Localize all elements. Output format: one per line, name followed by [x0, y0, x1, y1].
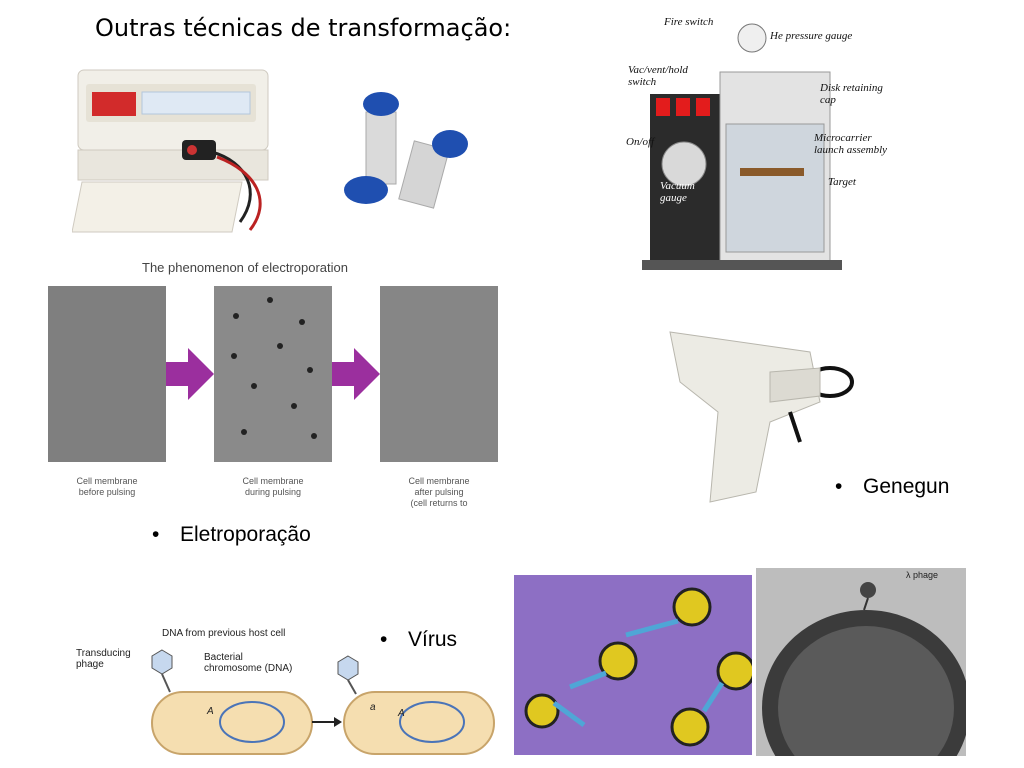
- cuvettes-image: [322, 88, 492, 228]
- bullet-virus: •Vírus: [380, 628, 458, 651]
- label-gene-a-lower: a: [370, 702, 376, 713]
- label-bacterial-chromosome: Bacterial chromosome (DNA): [204, 652, 293, 674]
- bullet-electroporation-text: Eletroporação: [180, 523, 311, 546]
- membrane-after-micrograph: [380, 286, 498, 462]
- label-vacuum-gauge: Vacuum gauge: [660, 180, 695, 204]
- phage-tem-color-image: [514, 575, 752, 755]
- label-fire-switch: Fire switch: [664, 16, 714, 28]
- membrane-during-micrograph: [214, 286, 332, 462]
- electroporation-heading: The phenomenon of electroporation: [142, 260, 348, 275]
- handheld-gene-gun-image: [660, 312, 860, 512]
- transduction-diagram: [66, 622, 496, 762]
- bullet-genegun-text: Genegun: [863, 475, 950, 498]
- gene-gun-apparatus-image: [622, 14, 882, 276]
- label-microcarrier-launch-assembly: Microcarrier launch assembly: [814, 132, 888, 156]
- label-gene-a-upper-right: A: [398, 708, 405, 719]
- label-he-pressure-gauge: He pressure gauge: [770, 30, 853, 42]
- lambda-phage-tem-image: [756, 568, 966, 756]
- membrane-before-micrograph: [48, 286, 166, 462]
- electroporator-image: [71, 62, 280, 242]
- caption-during: Cell membrane during pulsing: [242, 476, 304, 497]
- bullet-genegun: •Genegun: [835, 475, 950, 498]
- label-gene-a-upper: A: [207, 706, 214, 717]
- label-transducing-phage: Transducing phage: [76, 648, 131, 670]
- slide-title: Outras técnicas de transformação:: [95, 14, 512, 42]
- bullet-electroporation: •Eletroporação: [152, 523, 311, 546]
- label-dna-previous-host: DNA from previous host cell: [162, 628, 286, 639]
- label-lambda-phage: λ phage: [906, 570, 939, 580]
- bullet-virus-text: Vírus: [408, 628, 458, 651]
- label-disk-retaining-cap: Disk retaining cap: [820, 82, 883, 106]
- caption-after: Cell membrane after pulsing (cell return…: [408, 476, 470, 508]
- caption-before: Cell membrane before pulsing: [76, 476, 138, 497]
- label-vac-vent-hold-switch: Vac/vent/hold switch: [628, 64, 688, 88]
- arrow-icon: [332, 348, 380, 404]
- label-on-off: On/off: [626, 136, 655, 148]
- label-target: Target: [828, 176, 856, 188]
- arrow-icon: [166, 348, 214, 404]
